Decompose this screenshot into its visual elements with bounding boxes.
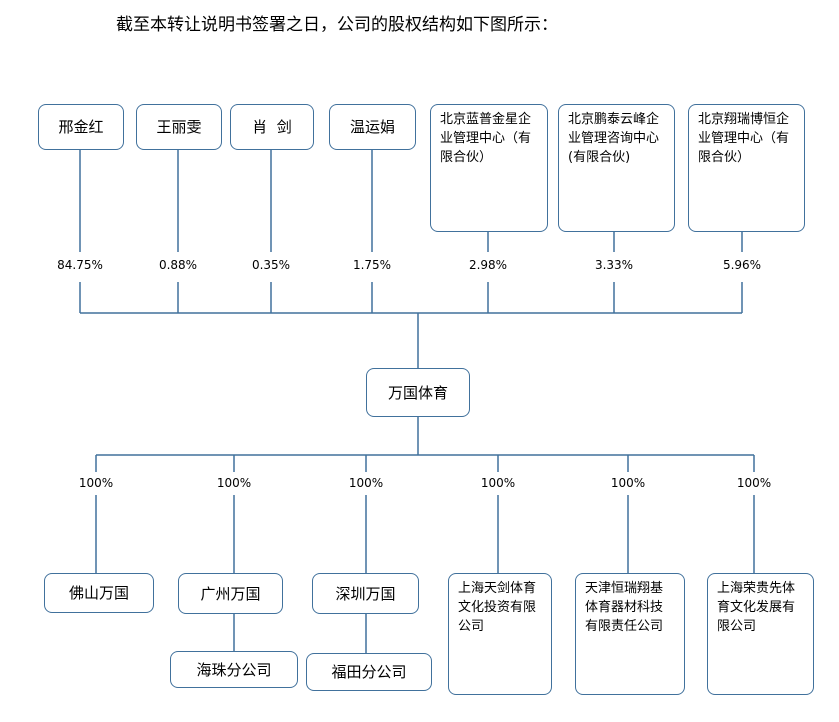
shareholder-box-4: 温运娟 (329, 104, 416, 150)
subsidiary-pct-6: 100% (736, 476, 772, 490)
subsidiary-box-2: 广州万国 (178, 573, 283, 614)
shareholder-pct-2: 0.88% (158, 258, 198, 272)
subsidiary-box-4: 上海天剑体育文化投资有限公司 (448, 573, 552, 695)
shareholder-pct-4: 1.75% (352, 258, 392, 272)
branch-box-haizhu: 海珠分公司 (170, 651, 298, 688)
shareholder-box-5: 北京蓝普金星企业管理中心（有限合伙） (430, 104, 548, 232)
subsidiary-box-5: 天津恒瑞翔基体育器材科技有限责任公司 (575, 573, 685, 695)
shareholder-box-1: 邢金红 (38, 104, 124, 150)
subsidiary-pct-1: 100% (78, 476, 114, 490)
branch-box-futian: 福田分公司 (306, 653, 432, 691)
shareholder-box-3: 肖 剑 (230, 104, 314, 150)
shareholder-box-7: 北京翔瑞博恒企业管理中心（有限合伙） (688, 104, 805, 232)
subsidiary-pct-5: 100% (610, 476, 646, 490)
shareholder-pct-3: 0.35% (251, 258, 291, 272)
shareholder-pct-7: 5.96% (722, 258, 762, 272)
diagram-heading: 截至本转让说明书签署之日，公司的股权结构如下图所示： (116, 15, 558, 35)
subsidiary-pct-3: 100% (348, 476, 384, 490)
subsidiary-box-6: 上海荣贵先体育文化发展有限公司 (707, 573, 814, 695)
shareholder-box-6: 北京鹏泰云峰企业管理咨询中心(有限合伙) (558, 104, 675, 232)
shareholder-pct-1: 84.75% (57, 258, 103, 272)
subsidiary-box-1: 佛山万国 (44, 573, 154, 613)
subsidiary-pct-2: 100% (216, 476, 252, 490)
company-box: 万国体育 (366, 368, 470, 417)
shareholder-box-2: 王丽雯 (136, 104, 222, 150)
subsidiary-pct-4: 100% (480, 476, 516, 490)
shareholder-pct-6: 3.33% (594, 258, 634, 272)
shareholder-pct-5: 2.98% (468, 258, 508, 272)
subsidiary-box-3: 深圳万国 (312, 573, 419, 614)
